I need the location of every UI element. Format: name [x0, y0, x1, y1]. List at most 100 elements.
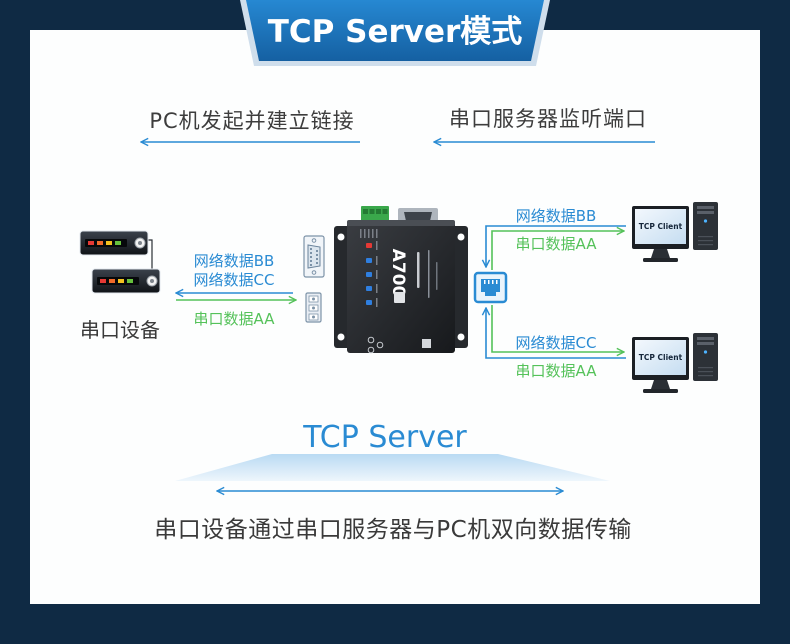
page-title: TCP Server模式 — [268, 14, 523, 50]
monitor-stand — [651, 380, 670, 389]
db9-pin — [316, 250, 318, 252]
drive-bay — [697, 342, 714, 345]
mounting-hole — [457, 333, 465, 341]
client1-screen-label: TCP Client — [639, 222, 683, 231]
client1-serial-data: 串口数据AA — [516, 235, 598, 253]
left-serial-data-aa: 串口数据AA — [194, 310, 276, 328]
print-mark — [376, 284, 378, 293]
led-green — [127, 279, 133, 283]
serial-device-label: 串口设备 — [80, 318, 160, 342]
rj45-pin — [496, 280, 498, 284]
rj45-socket — [481, 279, 500, 296]
print-mark — [376, 241, 378, 250]
client-action-label: PC机发起并建立链接 — [149, 109, 354, 133]
device-link-cable — [147, 239, 153, 270]
led-yellow — [118, 279, 124, 283]
terminal-screw — [312, 315, 315, 319]
db9-connector-icon — [303, 235, 325, 278]
vent — [698, 240, 713, 242]
mode-stage — [175, 454, 610, 481]
db9-shell — [307, 244, 321, 269]
client2-network-arrow — [486, 308, 626, 359]
serial-device-1 — [79, 230, 149, 256]
power-light — [703, 350, 708, 354]
model-badge — [394, 292, 405, 303]
status-led-blue — [366, 286, 372, 291]
monitor-stand — [651, 249, 670, 258]
led-green — [115, 241, 121, 245]
mode-label: TCP Server — [302, 420, 467, 455]
rj45-port-icon — [473, 271, 508, 304]
db9-screw-bottom — [311, 270, 317, 275]
print-mark — [368, 229, 370, 238]
print-mark — [376, 229, 378, 238]
indicator-ring — [367, 346, 375, 354]
rj45-pin — [484, 280, 486, 284]
server-action-label: 串口服务器监听端口 — [449, 107, 647, 131]
db9-pin — [316, 262, 318, 264]
terminal-hole — [376, 209, 381, 214]
db9-pin — [310, 248, 312, 250]
knob-center — [138, 241, 142, 245]
db9-pin — [310, 252, 312, 254]
print-mark — [360, 229, 362, 238]
title-banner: TCP Server模式 — [240, 0, 550, 66]
client1-serial-arrow — [491, 231, 624, 270]
db9-pins — [310, 248, 318, 266]
db9-pin — [310, 264, 312, 266]
indicator-ring — [367, 336, 375, 344]
pc-icon: TCP Client — [632, 202, 718, 262]
client2-screen-label: TCP Client — [639, 353, 683, 362]
pc-icon: TCP Client — [632, 333, 718, 393]
vent — [698, 236, 713, 238]
terminal-hole — [369, 209, 375, 214]
caption: 串口设备通过串口服务器与PC机双向数据传输 — [154, 517, 631, 543]
mounting-hole — [457, 233, 465, 241]
serial-device-2 — [91, 268, 161, 294]
mounting-hole — [337, 233, 345, 241]
monitor-screen — [635, 340, 686, 375]
vent — [698, 367, 713, 369]
terminal-hole — [382, 209, 388, 214]
brand-tagline-mark — [428, 250, 430, 298]
mounting-hole — [337, 333, 345, 341]
status-led-blue — [366, 272, 372, 277]
client1-network-data: 网络数据BB — [516, 207, 597, 225]
pc-tower — [693, 202, 718, 250]
drive-bay — [697, 211, 714, 214]
vent — [698, 371, 713, 373]
print-mark — [376, 298, 378, 307]
terminal-hole — [363, 209, 368, 214]
compliance-label — [422, 339, 431, 348]
drive-bay — [697, 337, 714, 340]
vent — [698, 244, 713, 246]
print-mark — [376, 270, 378, 279]
serial-server-device: A700 — [334, 206, 468, 354]
indicator-ring — [376, 341, 384, 349]
device-fine-print — [360, 229, 378, 307]
rj45-pin — [488, 280, 490, 284]
client1-network-arrow — [486, 225, 626, 267]
db9-pin — [316, 258, 318, 260]
led-red — [88, 241, 94, 245]
client2-network-data: 网络数据CC — [516, 334, 597, 352]
title-banner-fill — [246, 0, 544, 61]
print-mark — [372, 229, 374, 238]
led-red — [100, 279, 106, 283]
terminal-screw — [312, 306, 315, 310]
terminal-block-icon — [305, 292, 322, 323]
rj45-pin — [492, 280, 494, 284]
drive-bay — [697, 206, 714, 209]
monitor-base — [643, 258, 678, 262]
monitor-base — [643, 389, 678, 393]
status-led-blue — [366, 258, 372, 263]
status-led-blue — [366, 300, 372, 305]
power-light — [703, 219, 708, 223]
led-orange — [97, 241, 103, 245]
print-mark — [364, 229, 366, 238]
db9-pin — [316, 254, 318, 256]
vent — [698, 375, 713, 377]
db9-pin — [310, 260, 312, 262]
monitor-screen — [635, 209, 686, 244]
